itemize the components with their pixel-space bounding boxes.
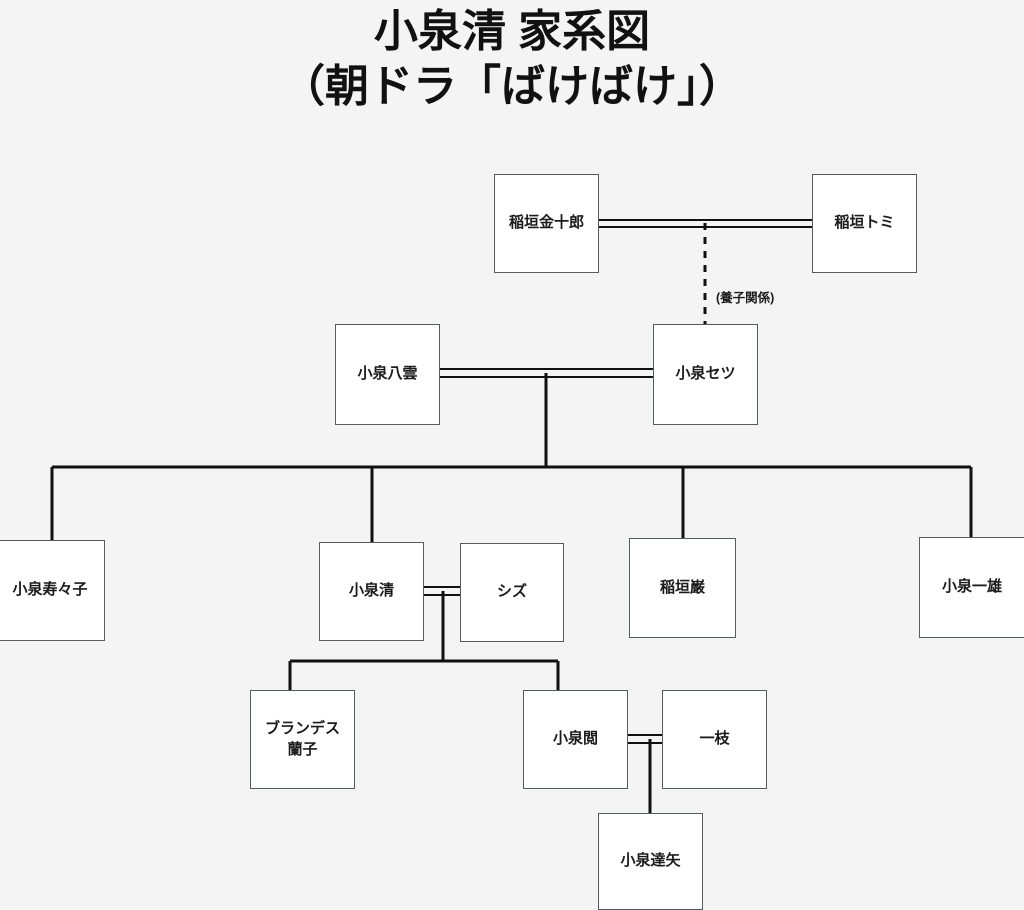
- node-label: 一枝: [699, 730, 730, 748]
- node-koizumi-suzuko[interactable]: 小泉寿々子: [0, 540, 105, 641]
- node-label: 小泉達矢: [620, 852, 681, 870]
- node-inagaki-iwao[interactable]: 稲垣巌: [629, 538, 736, 638]
- node-label: 小泉寿々子: [12, 581, 88, 599]
- node-label: 小泉閲: [552, 730, 598, 748]
- node-label: 稲垣巌: [659, 578, 705, 596]
- node-label: ブランデス 蘭子: [264, 720, 340, 758]
- node-koizumi-kazuo[interactable]: 小泉一雄: [919, 537, 1024, 638]
- node-koizumi-tatsuya[interactable]: 小泉達矢: [598, 813, 703, 910]
- adoption-note-label: (養子関係): [716, 291, 775, 305]
- node-label: シズ: [496, 583, 527, 601]
- node-brandes-ranko[interactable]: ブランデス 蘭子: [250, 690, 355, 789]
- node-koizumi-kiyoshi[interactable]: 小泉清: [319, 542, 424, 641]
- node-label: 小泉清: [348, 582, 394, 600]
- page-title-line1: 小泉清 家系図: [373, 7, 651, 56]
- node-label: 稲垣金十郎: [508, 214, 584, 232]
- node-label: 小泉一雄: [941, 578, 1002, 596]
- node-label: 小泉セツ: [675, 365, 736, 383]
- node-kazue[interactable]: 一枝: [662, 690, 767, 789]
- node-label: 稲垣トミ: [834, 214, 895, 232]
- node-koizumi-yakumo[interactable]: 小泉八雲: [335, 324, 440, 425]
- node-inagaki-tomi[interactable]: 稲垣トミ: [812, 174, 917, 273]
- node-inagaki-kinjuro[interactable]: 稲垣金十郎: [494, 174, 599, 273]
- page-title-line2: （朝ドラ「ばけばけ」）: [281, 62, 743, 111]
- node-label: 小泉八雲: [357, 365, 418, 383]
- node-koizumi-etsu[interactable]: 小泉閲: [523, 690, 628, 789]
- page-title: 小泉清 家系図 （朝ドラ「ばけばけ」）: [0, 4, 1024, 114]
- node-shizu[interactable]: シズ: [460, 543, 564, 642]
- node-koizumi-setsu[interactable]: 小泉セツ: [653, 324, 758, 425]
